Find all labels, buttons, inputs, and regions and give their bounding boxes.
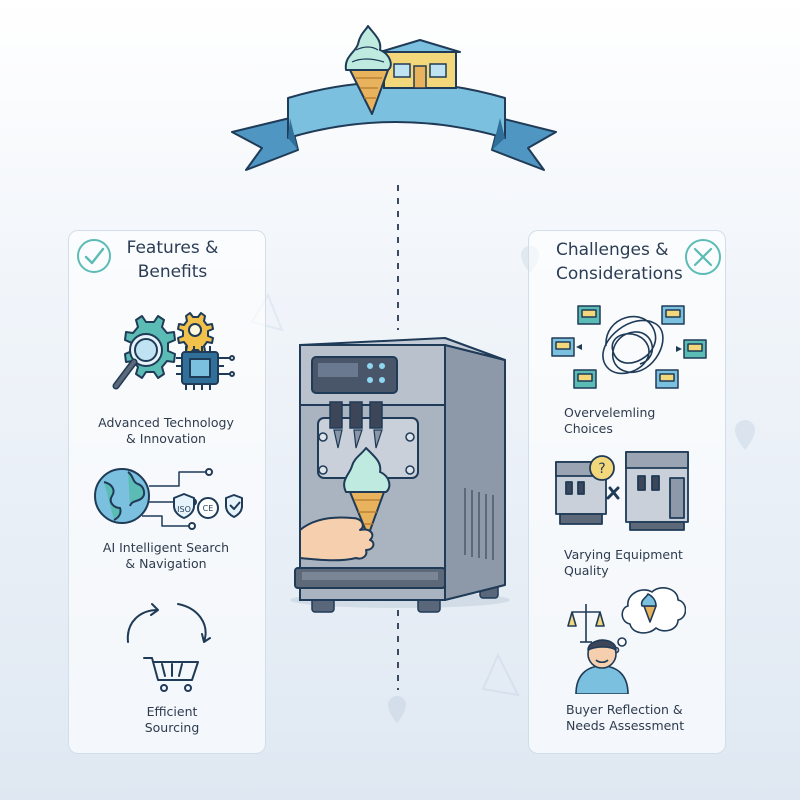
tangled-choices-icon [551,305,707,389]
challenge-label-equipment: Varying Equipment Quality [564,547,683,578]
x-circle-icon [685,239,721,275]
iso-badge: ISO [177,505,191,514]
check-circle-icon [77,239,111,273]
challenge-label-buyer-reflection: Buyer Reflection & Needs Assessment [566,702,685,733]
storefront-icon [379,39,461,89]
ribbon-banner-icon [231,81,557,171]
globe-network-icon: ISO CE [94,468,243,530]
machine-comparison-icon: ? [555,451,689,531]
feature-label-sourcing: Efficient Sourcing [144,704,200,735]
features-benefits-heading: Features & Benefits [126,238,219,282]
gear-magnifier-chip-icon [112,312,235,390]
soft-serve-machine-icon [290,337,510,613]
challenge-label-choices: Overvelemling Choices [564,405,656,436]
ice-cream-cone-icon [344,25,392,115]
question-mark-icon: ? [598,461,605,477]
challenges-considerations-heading: Challenges & Considerations [556,240,683,284]
cart-recycle-icon [126,603,211,692]
feature-label-technology: Advanced Technology & Innovation [98,415,234,446]
buyer-thinking-icon [567,587,686,694]
ce-badge: CE [203,504,214,513]
feature-label-ai-search: AI Intelligent Search & Navigation [102,540,230,571]
